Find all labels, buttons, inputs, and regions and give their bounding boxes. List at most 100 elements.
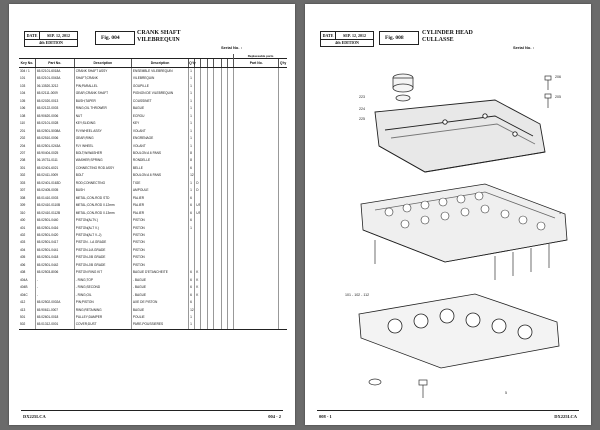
title-en: CYLINDER HEAD — [422, 30, 473, 36]
cell-blank — [206, 246, 214, 255]
cell-blank — [206, 276, 214, 285]
callout-224: 224 — [359, 107, 365, 111]
cell-blank — [220, 217, 228, 225]
cell-description: PISTON-J/B GRADE — [73, 254, 132, 262]
cell-blank — [206, 321, 214, 330]
cell-description-fr: - BAGUE — [130, 276, 189, 285]
cell-remark: D — [194, 187, 201, 195]
cell-rep-part-no — [233, 269, 279, 277]
cell-blank — [206, 90, 214, 98]
cell-rep-qty — [278, 105, 287, 113]
cell-blank — [200, 75, 208, 83]
footer-page-number: 004 - 2 — [268, 414, 281, 419]
cell-rep-part-no — [233, 321, 279, 330]
cell-part-no: 06.13520-3212 — [34, 82, 75, 91]
cell-key-no: 308 — [20, 195, 26, 200]
cell-rep-part-no — [233, 179, 279, 188]
cell-part-no: 65.02401-6021 — [34, 164, 75, 173]
cell-blank — [226, 284, 234, 292]
replaceable-parts-header: Replaceable parts — [233, 54, 287, 59]
cell-blank — [206, 187, 214, 195]
cell-rep-qty — [278, 313, 287, 322]
footer-rule — [317, 410, 579, 411]
cell-blank — [226, 172, 234, 180]
cell-blank — [212, 142, 222, 150]
cell-rep-part-no — [233, 246, 279, 255]
cell-blank — [220, 82, 228, 91]
cell-description-fr: ECROU — [130, 112, 189, 121]
cell-blank — [212, 82, 222, 91]
head-gasket-drawing — [358, 293, 560, 369]
cell-blank — [220, 112, 228, 121]
serial-label: Serial No. : — [513, 45, 534, 50]
cell-description: SHAFT;CRANK — [73, 75, 132, 83]
cell-description-fr: PISTON — [130, 224, 189, 232]
cell-remark — [194, 254, 201, 262]
cell-part-no: 65.02502-0002A — [34, 299, 75, 307]
cell-blank — [220, 239, 228, 247]
cell-blank — [206, 269, 214, 277]
cell-part-no: 65.90620-0006 — [34, 112, 75, 121]
cell-blank — [220, 306, 228, 314]
cell-blank — [226, 261, 234, 270]
cell-blank — [220, 209, 228, 218]
col-part-no: Part No. — [34, 58, 75, 68]
cell-rep-part-no — [233, 164, 279, 173]
cell-part-no: 65.01312-0001 — [34, 321, 75, 330]
cell-rep-qty — [278, 127, 287, 136]
cell-description-fr: PALIER — [130, 209, 189, 218]
cell-description: COVER;DUST — [73, 321, 132, 330]
cell-description-fr: AMPOULE — [130, 187, 189, 195]
cell-blank — [200, 306, 208, 314]
cell-key-no: 110 — [20, 121, 26, 126]
parts-page-left: DATE SEP. 12, 2012 4th EDITION Fig. 004 … — [9, 4, 295, 425]
cell-description: PIN;PISTON — [73, 299, 132, 307]
cell-rep-part-no — [233, 194, 279, 203]
cell-key-no: 207 — [20, 150, 26, 155]
cell-part-no: 65.90404-0025 — [34, 149, 75, 158]
cell-description-fr: VOLANT — [130, 142, 189, 150]
cell-blank — [226, 187, 234, 195]
cell-blank — [226, 67, 234, 76]
cell-blank — [206, 149, 214, 158]
cell-qty — [188, 246, 195, 255]
cell-part-no: 65.02501-0416 — [34, 224, 75, 232]
cell-description-fr: BAGUE — [130, 306, 189, 314]
col-blank-1 — [194, 58, 201, 68]
cell-blank — [206, 299, 214, 307]
cell-blank — [220, 142, 228, 150]
cell-blank — [220, 187, 228, 195]
footer-page-number: 008 - 1 — [319, 414, 332, 419]
cell-blank — [226, 142, 234, 150]
cell-blank — [226, 254, 234, 262]
cell-rep-part-no — [233, 299, 279, 307]
cell-description-fr: PALIER — [130, 194, 189, 203]
cell-key-no: 304 / 1 — [20, 69, 30, 73]
cell-blank — [206, 209, 214, 218]
cell-description: WASHER;SPRING — [73, 157, 132, 165]
cell-remark — [194, 112, 201, 121]
cell-rep-part-no — [233, 306, 279, 314]
cell-key-no: 406 — [20, 262, 26, 267]
date-label: DATE — [25, 32, 40, 39]
cell-blank — [212, 231, 222, 240]
valve-cover-drawing — [374, 99, 546, 173]
cell-part-no: 65.02510-0006 — [34, 135, 75, 143]
cell-part-no: 65.02410-0110B — [34, 202, 75, 210]
cell-key-no: 408 — [20, 270, 26, 275]
callout-223: 223 — [359, 95, 365, 99]
cell-blank — [212, 291, 222, 300]
cell-rep-qty — [278, 187, 287, 195]
cell-blank — [206, 217, 214, 225]
cell-rep-qty — [278, 217, 287, 225]
